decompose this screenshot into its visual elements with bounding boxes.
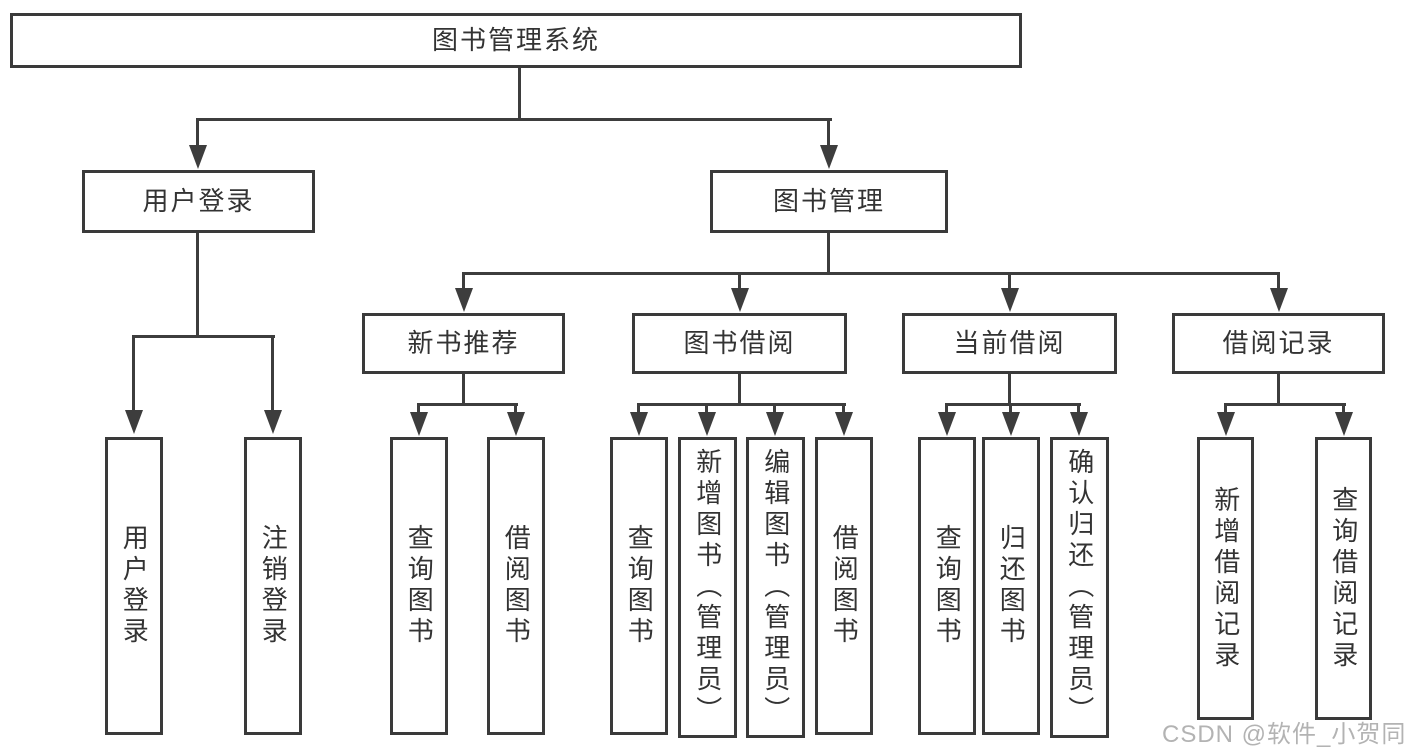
- arrow-down-icon: [1335, 412, 1353, 436]
- leaf-query-book: 查询图书: [390, 437, 448, 735]
- connector-drop-current-borrow: [1008, 272, 1011, 290]
- connector-drop-book-mgmt: [827, 118, 830, 146]
- connector-book-borrow-distributor: [637, 403, 846, 406]
- connector-drop-leaf: [1009, 403, 1012, 413]
- arrow-down-icon: [1001, 288, 1019, 312]
- watermark: CSDN @软件_小贺同学: [1162, 721, 1405, 747]
- connector-drop-leaf: [842, 403, 845, 413]
- connector-borrow-record-stub: [1277, 374, 1280, 403]
- arrow-down-icon: [1217, 412, 1235, 436]
- arrow-down-icon: [125, 410, 143, 434]
- node-root-library-system: 图书管理系统: [10, 13, 1022, 68]
- connector-borrow-record-distributor: [1224, 403, 1346, 406]
- connector-drop-leaf: [773, 403, 776, 413]
- connector-user-login-distributor: [132, 335, 275, 338]
- arrow-down-icon: [698, 412, 716, 436]
- connector-drop-login: [132, 335, 135, 411]
- arrow-down-icon: [835, 412, 853, 436]
- leaf-borrow-book: 借阅图书: [815, 437, 873, 735]
- connector-book-mgmt-distributor: [462, 272, 1280, 275]
- arrow-down-icon: [731, 288, 749, 312]
- leaf-add-book-admin: 新增图书（管理员）: [678, 437, 737, 738]
- leaf-confirm-return-admin: 确认归还（管理员）: [1050, 437, 1109, 738]
- arrow-down-icon: [455, 288, 473, 312]
- node-new-book-recommend: 新书推荐: [362, 313, 565, 374]
- leaf-user-login: 用户登录: [105, 437, 163, 735]
- arrow-down-icon: [766, 412, 784, 436]
- connector-drop-new-book: [462, 272, 465, 290]
- connector-drop-leaf: [945, 403, 948, 413]
- arrow-down-icon: [630, 412, 648, 436]
- connector-drop-user-login: [196, 118, 199, 146]
- connector-drop-leaf: [705, 403, 708, 413]
- leaf-query-book: 查询图书: [610, 437, 668, 735]
- arrow-down-icon: [1270, 288, 1288, 312]
- leaf-return-book: 归还图书: [982, 437, 1040, 735]
- connector-root-stub: [518, 68, 521, 118]
- leaf-logout: 注销登录: [244, 437, 302, 735]
- leaf-borrow-book: 借阅图书: [487, 437, 545, 735]
- arrow-down-icon: [938, 412, 956, 436]
- connector-new-book-distributor: [417, 403, 518, 406]
- leaf-add-borrow-record: 新增借阅记录: [1197, 437, 1254, 720]
- node-book-management: 图书管理: [710, 170, 948, 233]
- arrow-down-icon: [189, 145, 207, 169]
- connector-book-mgmt-stub: [827, 233, 830, 272]
- arrow-down-icon: [507, 412, 525, 436]
- connector-book-borrow-stub: [738, 374, 741, 403]
- connector-drop-borrow-record: [1277, 272, 1280, 290]
- leaf-edit-book-admin: 编辑图书（管理员）: [746, 437, 805, 738]
- connector-drop-leaf: [1077, 403, 1080, 413]
- arrow-down-icon: [410, 412, 428, 436]
- connector-drop-leaf: [637, 403, 640, 413]
- arrow-down-icon: [1002, 412, 1020, 436]
- arrow-down-icon: [264, 410, 282, 434]
- connector-new-book-stub: [462, 374, 465, 403]
- node-borrow-records: 借阅记录: [1172, 313, 1385, 374]
- leaf-query-borrow-record: 查询借阅记录: [1315, 437, 1372, 720]
- arrow-down-icon: [820, 145, 838, 169]
- leaf-query-book: 查询图书: [918, 437, 976, 735]
- connector-drop-logout: [271, 335, 274, 411]
- node-book-borrowing: 图书借阅: [632, 313, 847, 374]
- connector-current-borrow-stub: [1008, 374, 1011, 403]
- arrow-down-icon: [1070, 412, 1088, 436]
- connector-drop-leaf: [1342, 403, 1345, 413]
- node-user-login: 用户登录: [82, 170, 315, 233]
- node-current-borrowing: 当前借阅: [902, 313, 1117, 374]
- connector-drop-leaf: [417, 403, 420, 413]
- connector-drop-leaf: [1224, 403, 1227, 413]
- connector-root-distributor: [197, 118, 832, 121]
- connector-current-borrow-distributor: [945, 403, 1081, 406]
- connector-drop-book-borrow: [738, 272, 741, 290]
- connector-user-login-stub: [196, 233, 199, 335]
- connector-drop-leaf: [514, 403, 517, 413]
